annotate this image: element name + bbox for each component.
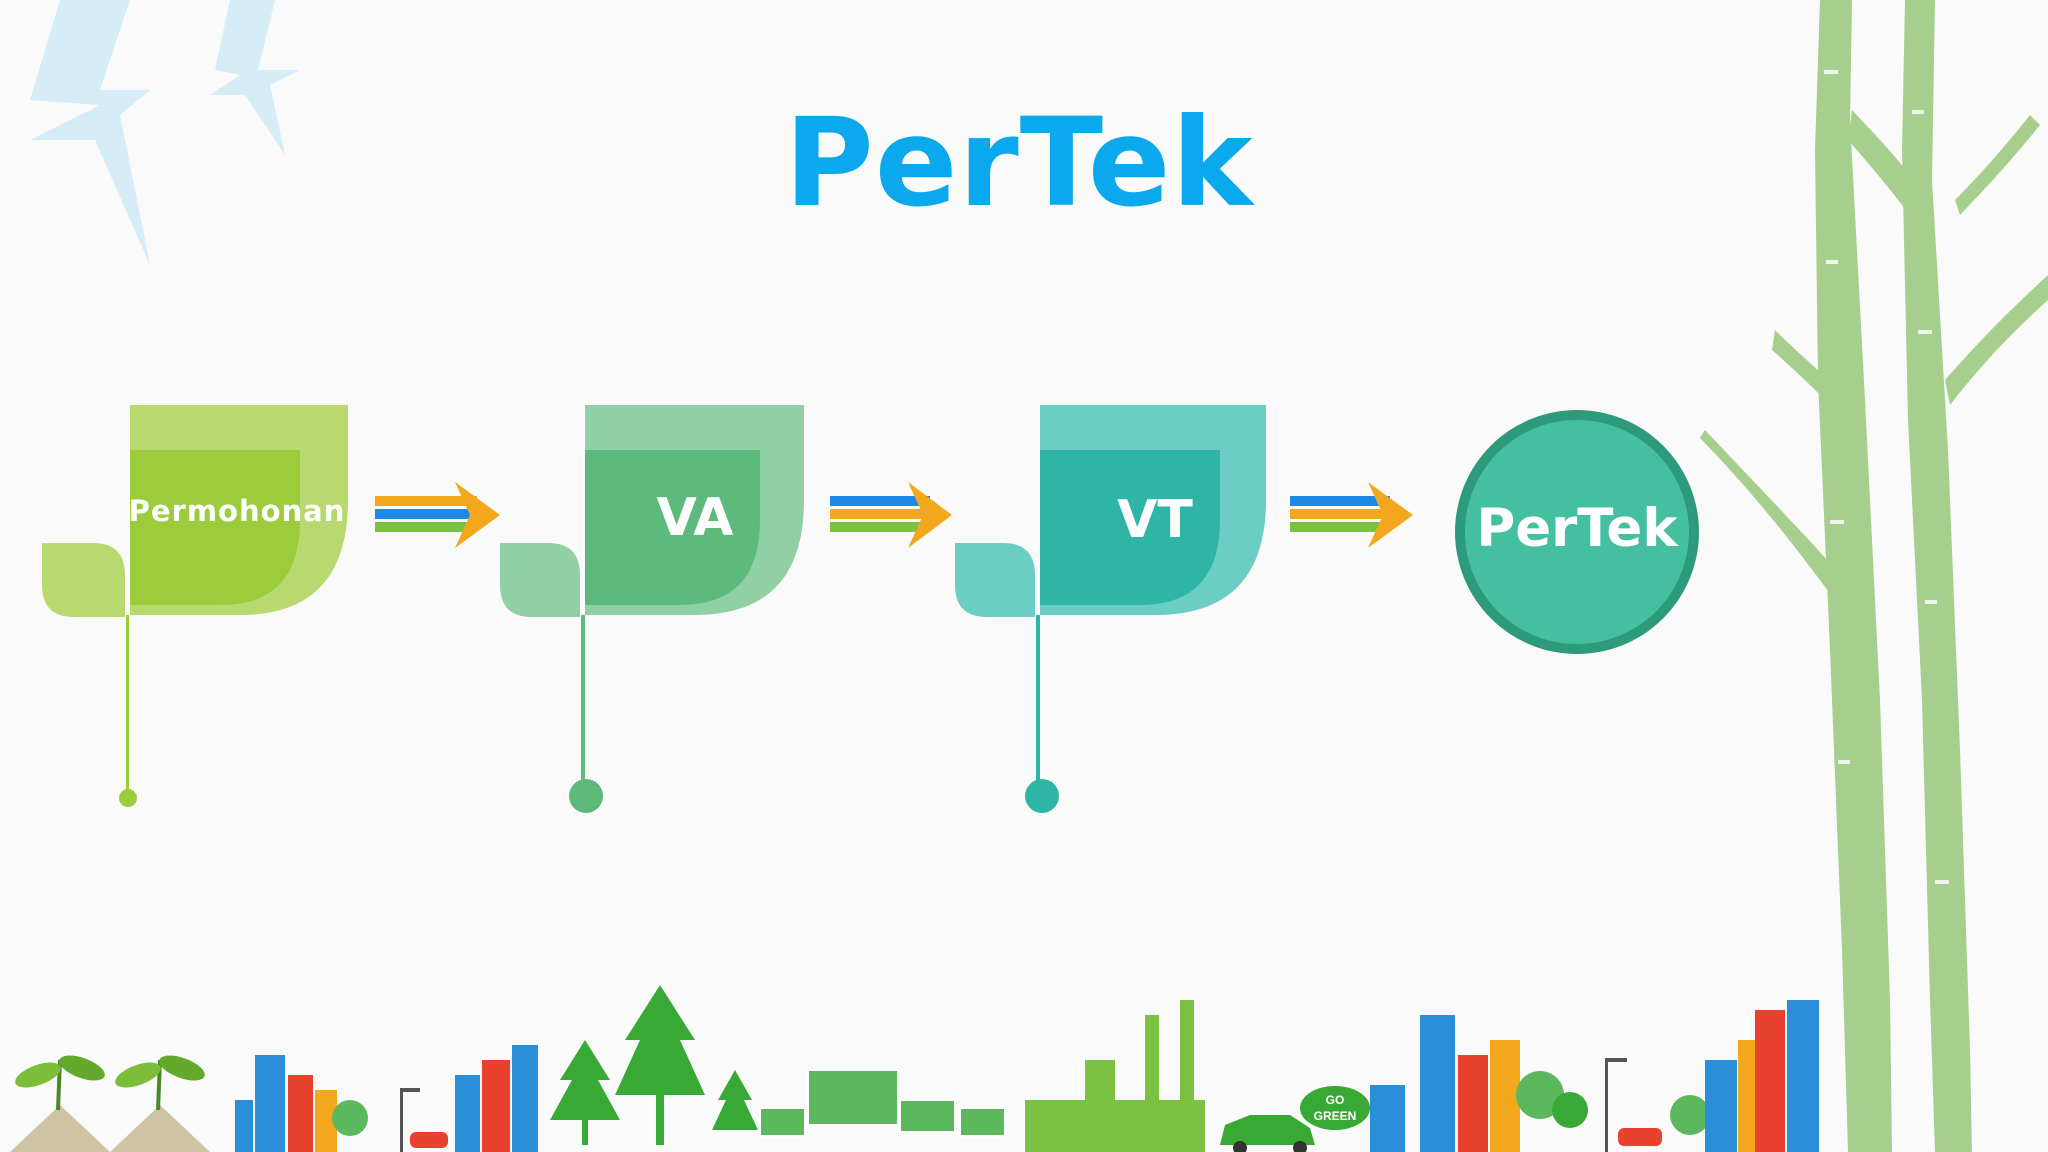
solar-panel-icon — [759, 1069, 1006, 1137]
step-permohonan-leaf-icon — [42, 405, 348, 807]
factory-icon — [1025, 1000, 1205, 1152]
step-va-leaf-icon — [500, 405, 804, 813]
result-circle-icon — [1455, 410, 1699, 654]
step-label-va: VA — [656, 488, 734, 548]
step-vt-leaf-icon — [955, 405, 1266, 813]
go-green-sign-line2: GREEN — [1314, 1109, 1357, 1123]
go-green-sign-line1: GO — [1326, 1093, 1345, 1107]
step-label-permohonan: Permohonan — [128, 494, 346, 528]
result-label-pertek: PerTek — [1476, 498, 1678, 559]
birch-trees — [1700, 0, 2048, 1152]
city-skyline: GO GREEN — [10, 985, 1819, 1152]
page-title: PerTek — [784, 92, 1254, 234]
lightning-bolts-icon — [30, 0, 300, 265]
step-label-vt: VT — [1117, 490, 1193, 550]
sprout-icon — [10, 1055, 210, 1152]
arrow-icon — [830, 482, 952, 548]
arrow-icon — [375, 482, 500, 548]
arrow-icon — [1290, 482, 1413, 548]
